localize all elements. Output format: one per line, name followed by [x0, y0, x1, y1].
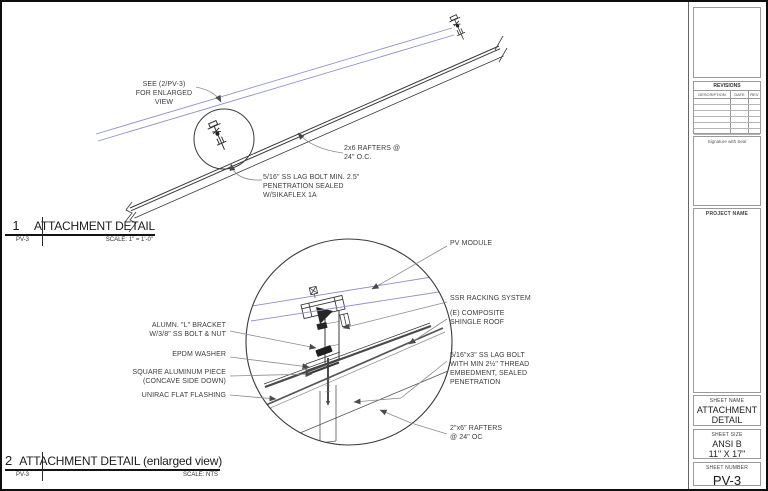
signature-box: Signature with Seal	[693, 136, 761, 206]
leaders-top	[195, 86, 344, 181]
square-aluminum-piece	[307, 361, 340, 375]
label-square-aluminum: SQUARE ALUMINUM PIECE (CONCAVE SIDE DOWN…	[132, 369, 226, 385]
label-ssr-racking: SSR RACKING SYSTEM	[450, 295, 531, 302]
leader-see-enlarged	[195, 86, 222, 103]
label-unirac-flashing: UNIRAC FLAT FLASHING	[141, 392, 226, 399]
sheet-name-box: SHEET NAME ATTACHMENT DETAIL	[693, 395, 761, 426]
signature-label: Signature with Seal	[707, 139, 747, 144]
revision-row	[694, 129, 760, 135]
label-epdm-washer: EPDM WASHER	[172, 351, 226, 358]
break-mark-right-2	[498, 47, 508, 63]
detail1-title: ATTACHMENT DETAIL	[33, 219, 155, 233]
label-rafters-top: 2x6 RAFTERS @ 24" O.C.	[344, 145, 401, 161]
break-mark-left-2	[128, 211, 137, 233]
sheet-number-box: SHEET NUMBER PV-3	[693, 462, 761, 488]
detail-circle	[245, 238, 453, 446]
revisions-header: REVISIONS	[694, 82, 760, 91]
roof-section	[249, 322, 449, 434]
drawing-canvas	[95, 13, 508, 446]
title-divider	[42, 452, 43, 481]
sheet-size-label: SHEET SIZE	[711, 432, 743, 438]
label-l-bracket: ALUMN. "L" BRACKET W/3/8" SS BOLT & NUT	[149, 322, 226, 338]
detail1-number: 1	[12, 218, 20, 233]
label-see-enlarged: SEE (2/PV-3) FOR ENLARGED VIEW	[135, 81, 193, 106]
label-composite-roof: (E) COMPOSITE SHINGLE ROOF	[450, 310, 505, 326]
leaders-bottom	[229, 245, 448, 435]
label-lag-bolt: 5/16"x3" SS LAG BOLT WITH MIN 2½" THREAD…	[450, 352, 530, 386]
leader-rafters	[379, 409, 448, 435]
revision-row	[694, 123, 760, 129]
revision-row	[694, 111, 760, 117]
title-divider	[42, 217, 43, 246]
leader-unirac	[229, 394, 277, 402]
roof-lines-top	[124, 35, 508, 233]
title-block: REVISIONS DESCRIPTION DATE REV Signature…	[688, 2, 766, 489]
roof-mount-icon	[447, 13, 470, 43]
revision-row	[694, 99, 760, 105]
label-pv-module: PV MODULE	[450, 240, 493, 247]
sheet-name-label: SHEET NAME	[709, 398, 745, 404]
lag-bolt	[325, 358, 331, 406]
revision-row	[694, 117, 760, 123]
detail2-number: 2	[5, 453, 13, 468]
detail1-titlebar: 1 ATTACHMENT DETAIL PV-3 SCALE: 1" = 1'-…	[5, 217, 155, 246]
col-description: DESCRIPTION	[694, 91, 731, 98]
bracket-fin	[339, 312, 351, 328]
col-rev: REV	[750, 92, 759, 97]
detail1-drawing	[95, 13, 508, 233]
label-rafters: 2"x6" RAFTERS @ 24" OC	[450, 425, 503, 441]
detail2-scale: SCALE: NTS	[182, 472, 218, 478]
sheet-size-value: ANSI B 11" X 17"	[708, 439, 746, 459]
clamp-wedge	[316, 307, 333, 324]
sheet-size-box: SHEET SIZE ANSI B 11" X 17"	[693, 429, 761, 459]
leader-l-bracket	[229, 330, 317, 350]
leader-rafters-top	[297, 132, 344, 154]
project-name-box: PROJECT NAME	[693, 208, 761, 393]
break-mark-right	[494, 35, 504, 51]
leader-ssr-racking	[342, 301, 448, 330]
sheet-name-value: ATTACHMENT DETAIL	[696, 405, 758, 425]
leader-composite-roof	[408, 318, 448, 345]
detail2-sheet-ref: PV-3	[15, 472, 29, 478]
bracket-assembly	[300, 285, 351, 375]
leader-pv-module	[371, 245, 448, 290]
roof-mount-icon	[205, 118, 232, 153]
title-underline	[5, 469, 220, 471]
project-name-label: PROJECT NAME	[705, 211, 749, 217]
pv-module-lines-top	[95, 27, 455, 142]
logo-box	[693, 7, 761, 78]
detail2-titlebar: 2 ATTACHMENT DETAIL (enlarged view) PV-3…	[5, 452, 223, 481]
sheet-number-label: SHEET NUMBER	[705, 465, 749, 471]
detail1-scale: SCALE: 1" = 1'-0"	[105, 237, 153, 243]
leader-lag-bolt	[353, 360, 448, 405]
break-mark-left	[124, 201, 133, 223]
leader-square-aluminum	[229, 371, 313, 378]
flashing-line	[264, 324, 432, 389]
enlargement-circle	[193, 108, 255, 170]
revisions-columns: DESCRIPTION DATE REV	[694, 91, 760, 99]
leader-lagbolt-top	[229, 163, 263, 181]
detail1-sheet-ref: PV-3	[15, 237, 29, 243]
col-date: DATE	[731, 91, 749, 98]
title-underline	[5, 234, 155, 236]
detail2-drawing	[229, 238, 453, 446]
revision-row	[694, 105, 760, 111]
sheet-number-value: PV-3	[712, 473, 742, 488]
revisions-rows	[694, 99, 760, 135]
detail2-title: ATTACHMENT DETAIL (enlarged view)	[19, 454, 223, 468]
bolt-nut	[315, 345, 333, 357]
leader-epdm	[229, 356, 310, 370]
label-lagbolt-top: 5/16" SS LAG BOLT MIN. 2.5" PENETRATION …	[263, 174, 360, 199]
revisions-box: REVISIONS DESCRIPTION DATE REV	[693, 81, 761, 135]
